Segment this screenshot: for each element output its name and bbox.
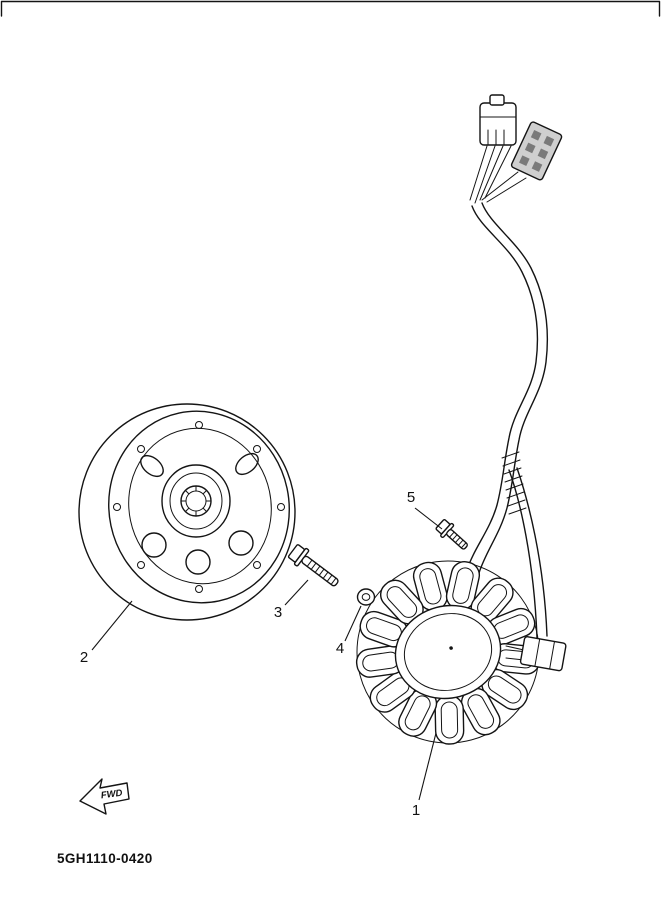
fwd-label: FWD — [100, 788, 123, 802]
fwd-arrow: FWD — [79, 778, 130, 815]
rotor-web-holes — [140, 452, 259, 575]
connector-black-body — [510, 121, 563, 181]
flywheel-rotor — [78, 403, 296, 621]
callout-3: 3 — [274, 604, 282, 621]
callout-2: 2 — [80, 649, 88, 666]
harness-wire-fan — [469, 145, 527, 204]
stator-coils — [355, 561, 541, 745]
wiring-harness — [466, 145, 549, 639]
leader-lines — [91, 507, 443, 801]
stator-center — [394, 604, 502, 700]
part-number-label: 5GH1110-0420 — [57, 851, 153, 866]
harness-tape-wrap — [501, 451, 527, 515]
bolt-3 — [287, 544, 339, 587]
spline-teeth — [180, 485, 212, 517]
callout-4: 4 — [336, 640, 344, 657]
connector-side — [505, 636, 567, 672]
rotor-hub — [161, 464, 231, 538]
face-bolt-holes — [113, 421, 285, 593]
washer-4 — [356, 588, 376, 606]
stator-assembly — [355, 560, 541, 745]
page-frame — [0, 0, 661, 17]
callout-5: 5 — [407, 489, 415, 506]
connector-pins — [519, 129, 555, 172]
bolt-5 — [435, 519, 468, 550]
connector-white — [479, 94, 517, 146]
connector-black — [510, 121, 563, 181]
callout-1: 1 — [412, 802, 420, 819]
